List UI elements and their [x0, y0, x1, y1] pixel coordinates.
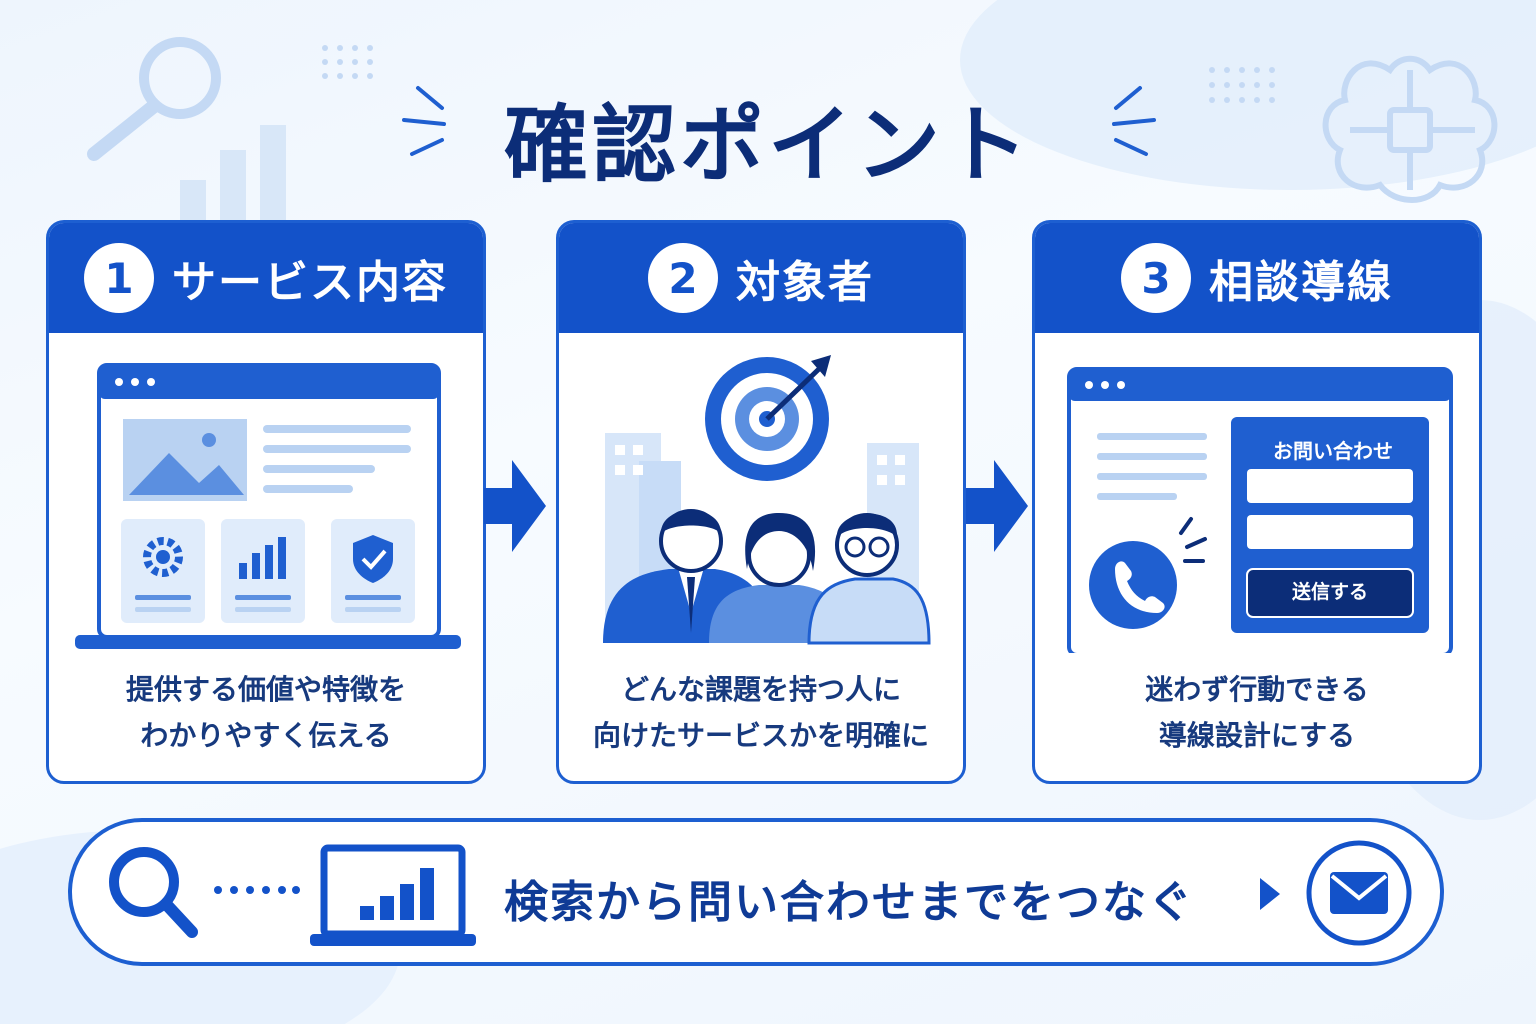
mail-icon: [1306, 840, 1412, 946]
description-line: どんな課題を持つ人に: [620, 673, 901, 706]
card-service-content: 1 サービス内容: [46, 220, 486, 784]
play-arrow-icon: [1260, 878, 1280, 910]
title-burst-left-icon: [402, 86, 446, 156]
card-target-audience: 2 対象者: [556, 220, 966, 784]
card-title: サービス内容: [172, 257, 448, 308]
bottom-message: 検索から問い合わせまでをつなぐ: [504, 877, 1194, 928]
description-line: 提供する価値や特徴を: [125, 673, 406, 706]
description-line: わかりやすく伝える: [140, 719, 392, 752]
contact-form-title: お問い合わせ: [1273, 439, 1393, 463]
card-illustration: お問い合わせ 送信する: [1035, 333, 1479, 653]
card-illustration: [49, 333, 483, 653]
card-header: 2 対象者: [559, 223, 963, 333]
card-illustration: [559, 333, 963, 653]
bottom-flow-bar: [68, 818, 1444, 966]
card-title: 相談導線: [1209, 257, 1393, 308]
description-line: 迷わず行動できる: [1145, 673, 1369, 706]
laptop-chart-icon: [310, 844, 476, 946]
card-description: どんな課題を持つ人に 向けたサービスかを明確に: [559, 653, 963, 759]
card-header: 3 相談導線: [1035, 223, 1479, 333]
brain-chip-decor-icon: [1209, 55, 1498, 203]
contact-form-window-icon: [1067, 367, 1453, 653]
card-description: 迷わず行動できる 導線設計にする: [1035, 653, 1479, 759]
laptop-website-icon: [75, 363, 461, 649]
description-line: 向けたサービスかを明確に: [592, 719, 929, 752]
submit-button[interactable]: 送信する: [1291, 581, 1368, 603]
target-people-icon: [603, 355, 931, 645]
arrow-right-icon: [966, 460, 1028, 552]
card-title: 対象者: [736, 257, 874, 308]
dotted-connector-icon: [214, 886, 300, 894]
card-description: 提供する価値や特徴を わかりやすく伝える: [49, 653, 483, 759]
page-title: 確認ポイント: [503, 96, 1032, 194]
step-number-badge: 1: [84, 243, 154, 313]
step-number-badge: 3: [1121, 243, 1191, 313]
search-icon: [109, 847, 198, 938]
description-line: 導線設計にする: [1158, 719, 1356, 752]
title-burst-right-icon: [1112, 86, 1156, 156]
card-header: 1 サービス内容: [49, 223, 483, 333]
card-consultation-flow: 3 相談導線 お問い合わせ 送信する 迷わず行動できる: [1032, 220, 1482, 784]
step-number-badge: 2: [648, 243, 718, 313]
arrow-right-icon: [484, 460, 546, 552]
